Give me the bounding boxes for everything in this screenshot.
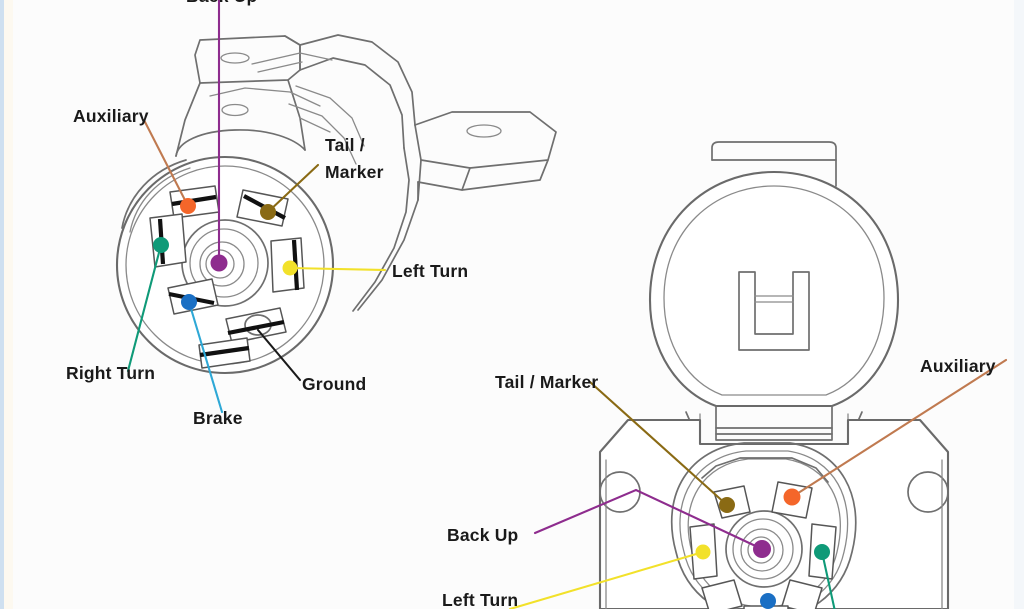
socket-pin-back-up [753,540,771,558]
socket-lid [648,141,900,445]
leader-auxiliary [790,358,1008,499]
leader-left-turn [508,550,705,609]
plug-pin-left-turn [282,260,298,276]
socket-label-auxiliary: Auxiliary [920,356,996,376]
plug-pin-dots [153,198,298,310]
leader-tail-marker [588,380,729,507]
socket-pin-brake [760,593,776,609]
plug-label-back-up: Back Up [186,0,257,6]
leader-brake [187,300,224,414]
socket-pin-dots [695,488,830,609]
left-edge-strip [0,0,4,609]
plug-label-tail-marker-1: Tail / [325,135,365,155]
socket-label-left-turn: Left Turn [442,590,518,609]
leader-right-turn [820,550,836,609]
leader-auxiliary [142,118,190,208]
socket-pin-auxiliary [783,488,801,506]
socket-label-tail-marker: Tail / Marker [495,372,598,392]
socket-pin-left-turn [695,544,711,560]
socket-pin-right-turn [814,544,830,560]
plug-label-ground: Ground [302,374,366,394]
leader-back-up [533,488,764,551]
plug-label-brake: Brake [193,408,243,428]
socket-pin-tail [719,497,735,513]
plug-label-tail-marker-2: Marker [325,162,384,182]
plug-pin-auxiliary [180,198,196,214]
leader-ground [256,328,302,382]
plug-pin-tail [260,204,276,220]
plug-pin-right-turn [153,237,169,253]
socket-mounting-plate [598,418,950,609]
plug-handle-body [175,34,557,312]
plug-label-left-turn: Left Turn [392,261,468,281]
plug-leader-lines [126,0,387,414]
leader-tail-marker [266,163,320,214]
left-edge-strip-inner [4,0,13,609]
plug-label-auxiliary: Auxiliary [73,106,149,126]
plug-label-right-turn: Right Turn [66,363,155,383]
plug-pin-brake [181,294,197,310]
right-edge-strip [1014,0,1024,609]
leader-left-turn [288,266,387,272]
plug-pin-back-up [210,254,228,272]
leader-right-turn [126,243,163,373]
socket-leader-lines [508,358,1008,609]
socket-label-back-up: Back Up [447,525,518,545]
